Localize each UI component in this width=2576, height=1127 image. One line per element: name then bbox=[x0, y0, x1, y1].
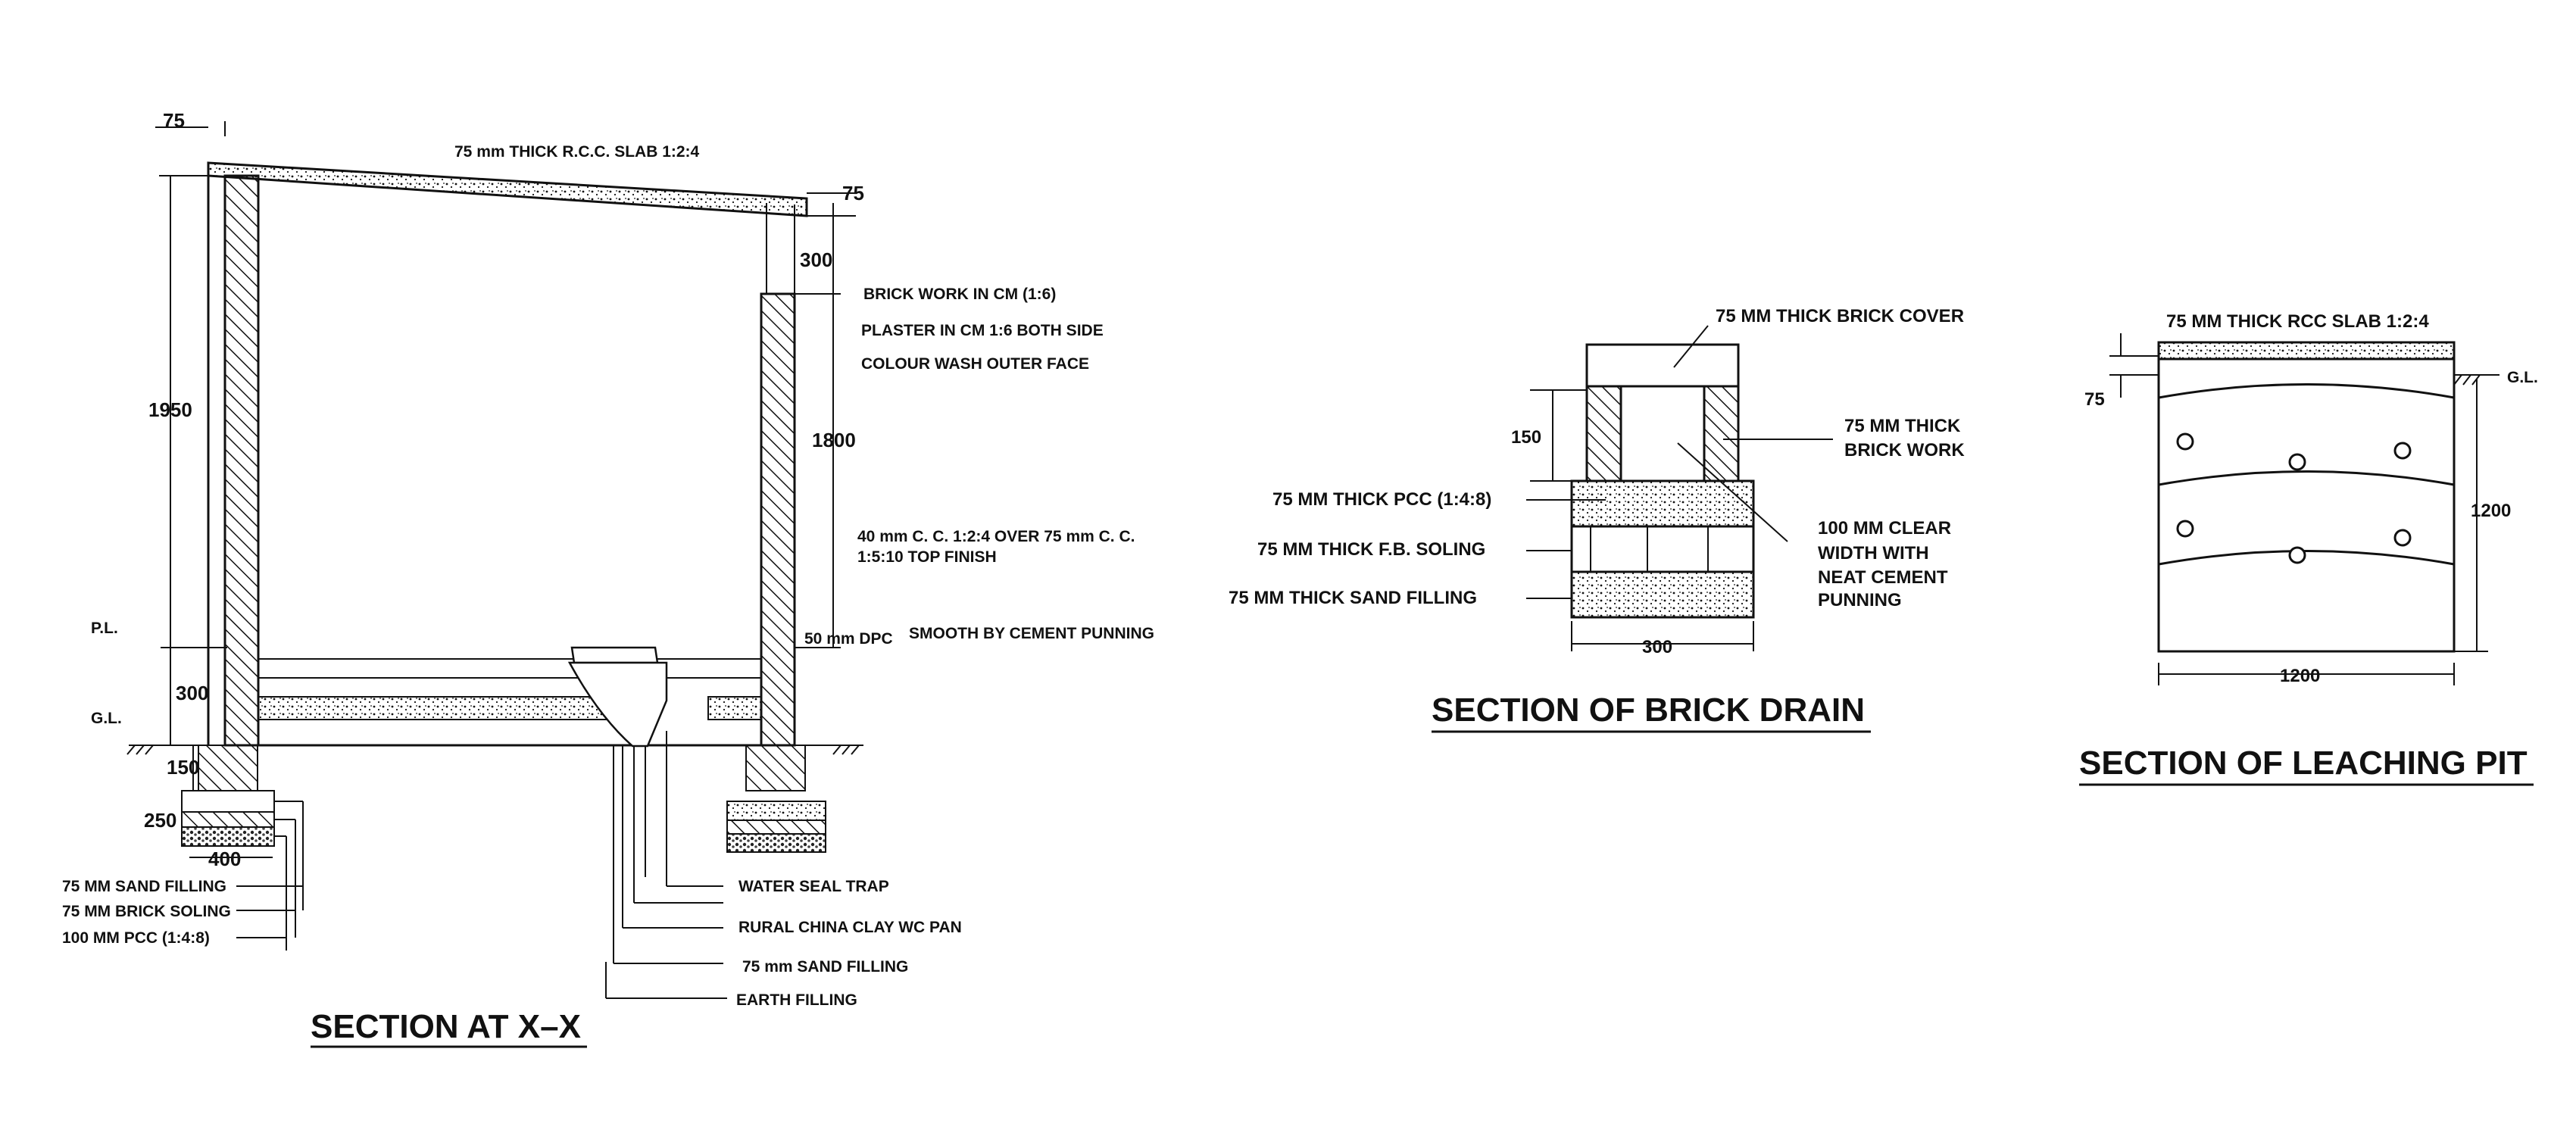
floor-concrete bbox=[258, 696, 762, 720]
leaching-pit-title: SECTION OF LEACHING PIT bbox=[2079, 745, 2528, 782]
pcc-label: 100 MM PCC (1:4:8) bbox=[62, 929, 210, 947]
drain-pcc-label: 75 MM THICK PCC (1:4:8) bbox=[1272, 489, 1491, 510]
brick-work-label: BRICK WORK IN CM (1:6) bbox=[863, 286, 1056, 303]
dim-75-right: 75 bbox=[842, 182, 864, 204]
left-wall bbox=[198, 174, 260, 791]
section-xx: 75 mm THICK R.C.C. SLAB 1:2:4 75 75 1950… bbox=[62, 109, 1154, 1048]
sand-filling-label: 75 MM SAND FILLING bbox=[62, 878, 226, 895]
right-wall bbox=[760, 203, 796, 747]
dim-75-left: 75 bbox=[163, 109, 185, 132]
slab-label: 75 mm THICK R.C.C. SLAB 1:2:4 bbox=[454, 143, 700, 161]
dim-250: 250 bbox=[144, 809, 176, 832]
brick-drain-title: SECTION OF BRICK DRAIN bbox=[1432, 691, 1865, 729]
dim-1800: 1800 bbox=[812, 429, 856, 451]
roof-slab bbox=[207, 161, 808, 217]
brick-work-label-2: BRICK WORK bbox=[1844, 440, 1965, 460]
plaster-label: PLASTER IN CM 1:6 BOTH SIDE bbox=[861, 322, 1104, 339]
brick-cover-label: 75 MM THICK BRICK COVER bbox=[1716, 306, 1964, 326]
drain-sand-label: 75 MM THICK SAND FILLING bbox=[1229, 588, 1477, 608]
drain-dim-150: 150 bbox=[1511, 427, 1541, 448]
fb-soling bbox=[1570, 525, 1755, 573]
clear-width-label-2: WIDTH WITH bbox=[1818, 543, 1929, 564]
drain-dim-300: 300 bbox=[1642, 637, 1672, 657]
ground-line-right bbox=[795, 745, 863, 755]
clear-width-label-1: 100 MM CLEAR bbox=[1818, 518, 1951, 539]
dim-150: 150 bbox=[167, 756, 199, 779]
cc-label-2: 1:5:10 TOP FINISH bbox=[857, 548, 997, 566]
pit-gl-label: G.L. bbox=[2507, 369, 2538, 386]
section-xx-title: SECTION AT X–X bbox=[311, 1008, 581, 1045]
dim-300-door: 300 bbox=[800, 248, 832, 271]
brick-soling-label: 75 MM BRICK SOLING bbox=[62, 903, 231, 920]
wc-pan-label: RURAL CHINA CLAY WC PAN bbox=[738, 919, 962, 936]
dpc-label: 50 mm DPC bbox=[804, 630, 893, 648]
perforations bbox=[2176, 432, 2412, 564]
pit-dim-1200-h: 1200 bbox=[2471, 501, 2511, 521]
punning-label: SMOOTH BY CEMENT PUNNING bbox=[909, 625, 1154, 642]
earth-filling-label: EARTH FILLING bbox=[736, 991, 857, 1009]
water-seal-trap-label: WATER SEAL TRAP bbox=[738, 878, 889, 895]
sand-filling-mm-label: 75 mm SAND FILLING bbox=[742, 958, 908, 976]
pit-dim-75: 75 bbox=[2084, 389, 2105, 410]
pl-label: P.L. bbox=[91, 620, 118, 637]
pit-dim-1200-w: 1200 bbox=[2280, 666, 2320, 686]
cc-label-1: 40 mm C. C. 1:2:4 OVER 75 mm C. C. bbox=[857, 528, 1135, 545]
dim-300-plinth: 300 bbox=[176, 682, 208, 704]
leaching-pit-section: 75 MM THICK RCC SLAB 1:2:4 G.L. 75 1200 … bbox=[2079, 311, 2538, 786]
brick-drain-section: 75 MM THICK BRICK COVER 75 MM THICK BRIC… bbox=[1229, 306, 1965, 733]
dim-1950: 1950 bbox=[148, 398, 192, 421]
colour-wash-label: COLOUR WASH OUTER FACE bbox=[861, 355, 1089, 373]
clear-width-label-3: NEAT CEMENT bbox=[1818, 567, 1948, 588]
fb-soling-label: 75 MM THICK F.B. SOLING bbox=[1257, 539, 1485, 560]
right-footing bbox=[726, 745, 826, 853]
dim-400: 400 bbox=[208, 848, 241, 870]
gl-label: G.L. bbox=[91, 710, 122, 727]
brick-work-label-1: 75 MM THICK bbox=[1844, 416, 1961, 436]
left-footing bbox=[181, 745, 275, 847]
clear-width-label-4: PUNNING bbox=[1818, 590, 1902, 610]
dimension-lines bbox=[155, 121, 856, 858]
pit-slab-label: 75 MM THICK RCC SLAB 1:2:4 bbox=[2166, 311, 2429, 332]
wc-pan bbox=[567, 646, 668, 748]
